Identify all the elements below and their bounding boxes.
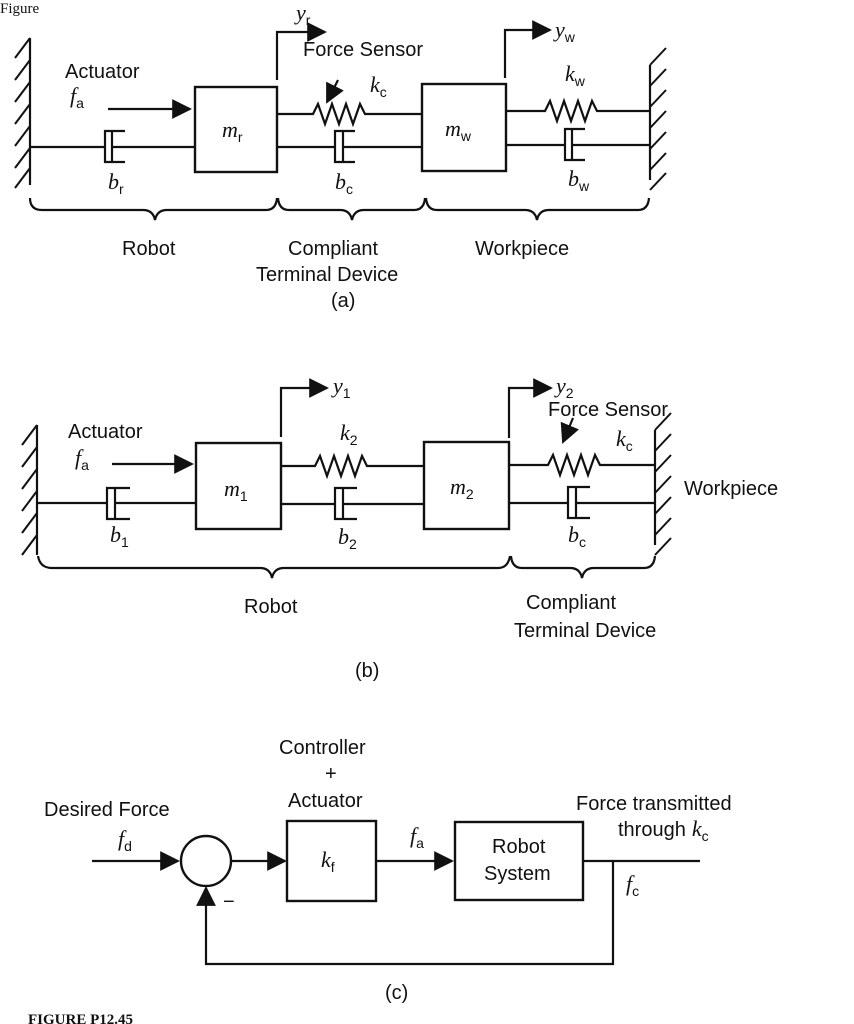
diagram-b: Actuator Force Sensor fa m1 m2 k2 kc b1 … (21, 373, 778, 682)
workpiece-label-a: Workpiece (475, 238, 569, 260)
displacement-yw-arrow (503, 20, 552, 78)
mass-m2 (422, 440, 511, 531)
robot-label-c: Robot (492, 836, 546, 858)
right-wall-hatch-a (649, 47, 667, 191)
actuator-label-c: Actuator (288, 790, 363, 812)
feedback-path (196, 861, 615, 966)
symbol-bw: bw (568, 166, 590, 194)
controller-plus: + (325, 763, 337, 785)
figure-header-text: Figure (0, 1, 40, 17)
diagram-a: Actuator Force Sensor fa mr mw kc kw br … (14, 0, 667, 312)
robot-label-a: Robot (122, 238, 176, 260)
force-transmitted-label: Force transmitted (576, 793, 732, 815)
symbol-yw: yw (553, 17, 576, 45)
mass-m1 (194, 441, 283, 531)
brace-robot-b (36, 555, 512, 579)
symbol-m1: m1 (224, 476, 248, 504)
symbol-fa-b: fa (75, 445, 89, 473)
robot-label-b: Robot (244, 596, 298, 618)
displacement-y2-arrow (507, 378, 553, 438)
force-sensor-pointer-a (326, 79, 344, 104)
summing-junction (179, 834, 233, 888)
symbol-mw: mw (445, 116, 472, 144)
left-wall-hatch-b (21, 424, 38, 556)
workpiece-label-b: Workpiece (684, 478, 778, 500)
symbol-yr: yr (294, 0, 311, 28)
displacement-yr-arrow (275, 22, 327, 80)
system-label-c: System (484, 863, 551, 885)
symbol-fa-c: fa (410, 823, 424, 851)
compliant-label-b: Compliant (526, 592, 616, 614)
subfigure-label-b: (b) (355, 660, 379, 682)
figure-caption: FIGURE P12.45 (28, 1012, 133, 1024)
symbol-kc-a: kc (370, 72, 387, 100)
symbol-fc: fc (626, 871, 639, 899)
minus-sign: − (223, 891, 235, 913)
symbol-b1: b1 (110, 522, 129, 550)
right-wall-hatch-b (654, 412, 672, 556)
symbol-m2: m2 (450, 474, 474, 502)
symbol-bc-a: bc (335, 169, 353, 197)
symbol-b2: b2 (338, 524, 357, 552)
symbol-bc-b: bc (568, 522, 586, 550)
actuator-label-a: Actuator (65, 61, 140, 83)
diagram-c: Controller + Actuator Desired Force fd k… (44, 737, 732, 1004)
actuator-label-b: Actuator (68, 421, 143, 443)
symbol-k2: k2 (340, 420, 358, 448)
symbol-fa-a: fa (70, 83, 84, 111)
brace-robot-a (28, 197, 279, 221)
symbol-kf: kf (321, 847, 335, 875)
spring-kw (506, 97, 650, 125)
symbol-br: br (108, 169, 124, 197)
spring-k2 (281, 452, 424, 480)
terminal-device-label-b: Terminal Device (514, 620, 656, 642)
symbol-kw: kw (565, 61, 586, 89)
force-sensor-label-a: Force Sensor (303, 39, 423, 61)
mass-mw (420, 82, 508, 173)
compliant-label-a: Compliant (288, 238, 378, 260)
robot-system-block (453, 820, 585, 902)
spring-kc-b (509, 451, 655, 479)
symbol-y1: y1 (331, 373, 351, 401)
symbol-kc-b: kc (616, 426, 633, 454)
controller-label: Controller (279, 737, 366, 759)
symbol-y2: y2 (554, 373, 574, 401)
left-wall-hatch-a (14, 37, 31, 189)
brace-compliant-a (276, 197, 427, 221)
terminal-device-label-a: Terminal Device (256, 264, 398, 286)
force-sensor-pointer-b (560, 417, 579, 444)
subfigure-label-c: (c) (385, 982, 408, 1004)
symbol-fd: fd (118, 826, 132, 854)
displacement-y1-arrow (279, 378, 329, 437)
brace-workpiece-a (424, 197, 651, 221)
subfigure-label-a: (a) (331, 290, 355, 312)
desired-force-label: Desired Force (44, 799, 170, 821)
symbol-mr: mr (222, 117, 243, 145)
mass-mr (193, 85, 279, 174)
brace-compliant-b (509, 555, 657, 579)
force-sensor-label-b: Force Sensor (548, 399, 668, 421)
spring-kc-a (277, 100, 422, 128)
